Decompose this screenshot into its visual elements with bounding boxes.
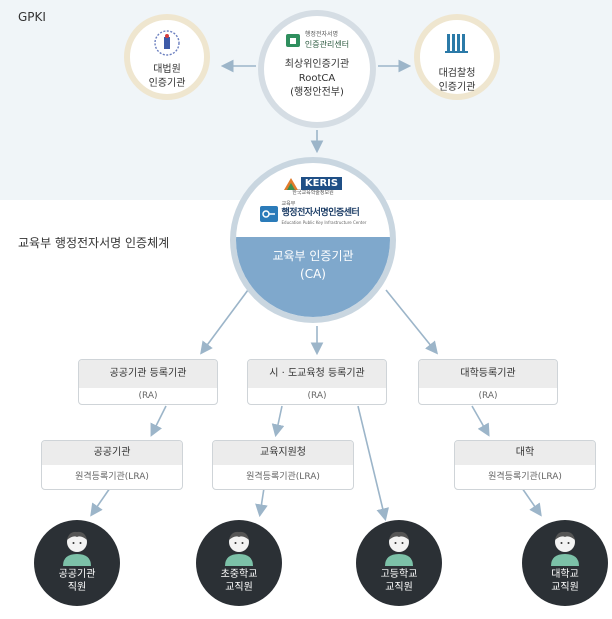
user-label-line1: 공공기관 xyxy=(58,569,96,580)
ra-sub: (RA) xyxy=(307,391,327,401)
lra-sub: 원격등록기관(LRA) xyxy=(75,472,149,482)
arrow-lra3-to-user4 xyxy=(521,487,542,517)
prosecution-logo-icon xyxy=(445,34,468,53)
ra-box-university: 대학등록기관 (RA) xyxy=(418,359,558,405)
ra-box-education-office: 시 · 도교육청 등록기관 (RA) xyxy=(247,359,387,405)
person-icon xyxy=(551,531,579,566)
user-label-line1: 고등학교 xyxy=(380,569,418,580)
user-label-line1: 대학교 xyxy=(551,569,579,580)
ra-title: 공공기관 등록기관 xyxy=(79,360,217,388)
lra-sub: 원격등록기관(LRA) xyxy=(488,472,562,482)
section-title: 교육부 행정전자서명 인증체계 xyxy=(18,236,170,250)
arrow-ca-to-ra3 xyxy=(385,289,439,355)
court-ca-node: 대법원 인증기관 xyxy=(124,14,210,100)
person-icon xyxy=(63,531,91,566)
ra-sub: (RA) xyxy=(138,391,158,401)
court-emblem-icon xyxy=(154,30,180,56)
root-logo-main: 인증관리센터 xyxy=(304,40,350,49)
ra-sub: (RA) xyxy=(478,391,498,401)
prosecution-role: 인증기관 xyxy=(438,82,476,93)
lra-box-public: 공공기관 원격등록기관(LRA) xyxy=(41,440,183,490)
prosecution-ca-node: 대검찰청 인증기관 xyxy=(414,14,500,100)
key-icon xyxy=(259,205,278,222)
user-label-line2: 교직원 xyxy=(385,582,413,593)
arrow-ra3-to-lra3 xyxy=(471,405,490,437)
root-ca-node: 행정전자서명 인증관리센터 최상위인증기관 RootCA (행정안전부) xyxy=(258,10,376,128)
arrow-ra1-to-lra1 xyxy=(150,405,167,437)
root-ministry: (행정안전부) xyxy=(290,87,344,98)
root-subtitle: RootCA xyxy=(298,73,336,84)
ra-box-public: 공공기관 등록기관 (RA) xyxy=(78,359,218,405)
education-ca-node: KERIS 한국교육학술정보원 교육부 행정전자서명인증센터 Education… xyxy=(230,157,396,323)
prosecution-name: 대검찰청 xyxy=(438,68,476,79)
gov-logo-icon xyxy=(285,34,300,47)
root-title: 최상위인증기관 xyxy=(284,59,350,70)
arrow-lra1-to-user1 xyxy=(90,487,111,517)
gpki-label: GPKI xyxy=(18,10,46,24)
user-label-line1: 초중학교 xyxy=(220,569,258,580)
lra-sub: 원격등록기관(LRA) xyxy=(246,472,320,482)
center-small: 교육부 xyxy=(281,201,296,207)
arrow-ra2-to-highschool xyxy=(357,405,389,522)
ca-title: 교육부 인증기관 xyxy=(272,249,354,263)
center-main: 행정전자서명인증센터 xyxy=(281,208,360,218)
root-logo-small: 행정전자서명 xyxy=(304,31,339,38)
lra-box-education-support: 교육지원청 원격등록기관(LRA) xyxy=(212,440,354,490)
ca-subtitle: (CA) xyxy=(300,267,326,281)
user-label-line2: 교직원 xyxy=(551,582,579,593)
person-icon xyxy=(225,531,253,566)
ca-label-panel: 교육부 인증기관 (CA) xyxy=(236,237,390,317)
ra-title: 대학등록기관 xyxy=(419,360,557,388)
user-label-line2: 교직원 xyxy=(225,582,253,593)
lra-title: 교육지원청 xyxy=(213,441,353,465)
person-icon xyxy=(385,531,413,566)
arrow-lra2-to-user2 xyxy=(255,487,268,518)
lra-title: 대학 xyxy=(455,441,595,465)
keris-label: KERIS xyxy=(300,177,343,190)
court-role: 인증기관 xyxy=(148,78,186,89)
lra-title: 공공기관 xyxy=(42,441,182,465)
lra-box-university: 대학 원격등록기관(LRA) xyxy=(454,440,596,490)
ra-title: 시 · 도교육청 등록기관 xyxy=(248,360,386,388)
user-label-line2: 직원 xyxy=(67,582,87,593)
arrow-ra2-to-lra2 xyxy=(271,405,285,438)
keris-subtitle: 한국교육학술정보원 xyxy=(292,190,334,196)
keris-logo-icon xyxy=(283,177,298,190)
court-name: 대법원 xyxy=(153,64,181,75)
center-english: Education Public Key Infrastructure Cent… xyxy=(281,220,367,225)
